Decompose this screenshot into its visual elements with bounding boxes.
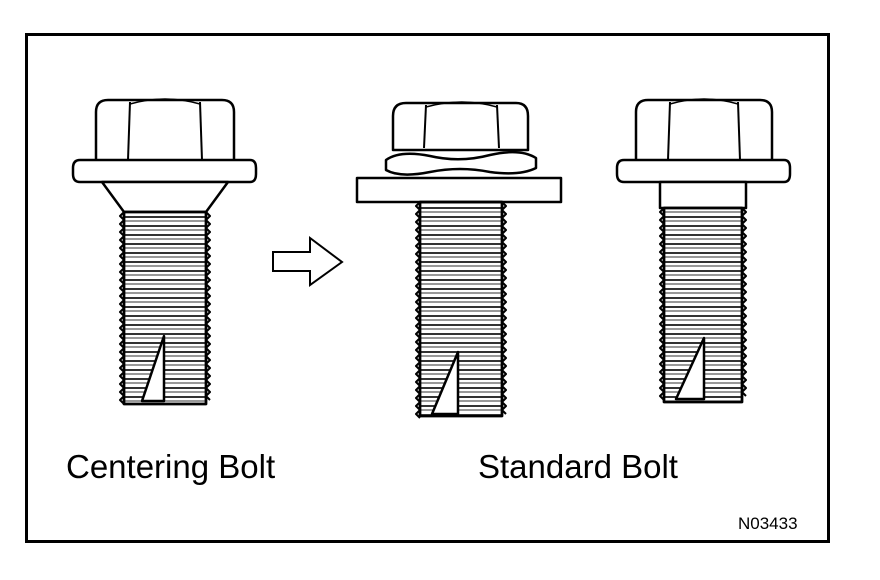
centering-bolt-slot — [140, 334, 166, 403]
standard-bolt-label: Standard Bolt — [478, 448, 678, 485]
centering-bolt-label: Centering Bolt — [66, 448, 276, 485]
standard-bolt-with-washer — [355, 101, 563, 419]
spring-washer — [384, 150, 538, 176]
standard-bolt-head — [391, 101, 530, 152]
standard-bolt-threads — [418, 200, 504, 418]
figure-id: N03433 — [738, 514, 798, 533]
standard-bolt-right-slot — [674, 336, 706, 401]
diagram-frame — [25, 33, 830, 543]
standard-bolt — [615, 98, 792, 404]
centering-bolt-flange — [71, 158, 258, 184]
standard-bolt-right-head — [634, 98, 774, 164]
standard-bolt-slot — [430, 350, 460, 416]
standard-bolt-right-flange — [615, 158, 792, 184]
centering-bolt — [71, 98, 258, 406]
plain-washer — [355, 176, 563, 204]
arrow-icon — [272, 236, 344, 287]
centering-bolt-head — [94, 98, 236, 164]
